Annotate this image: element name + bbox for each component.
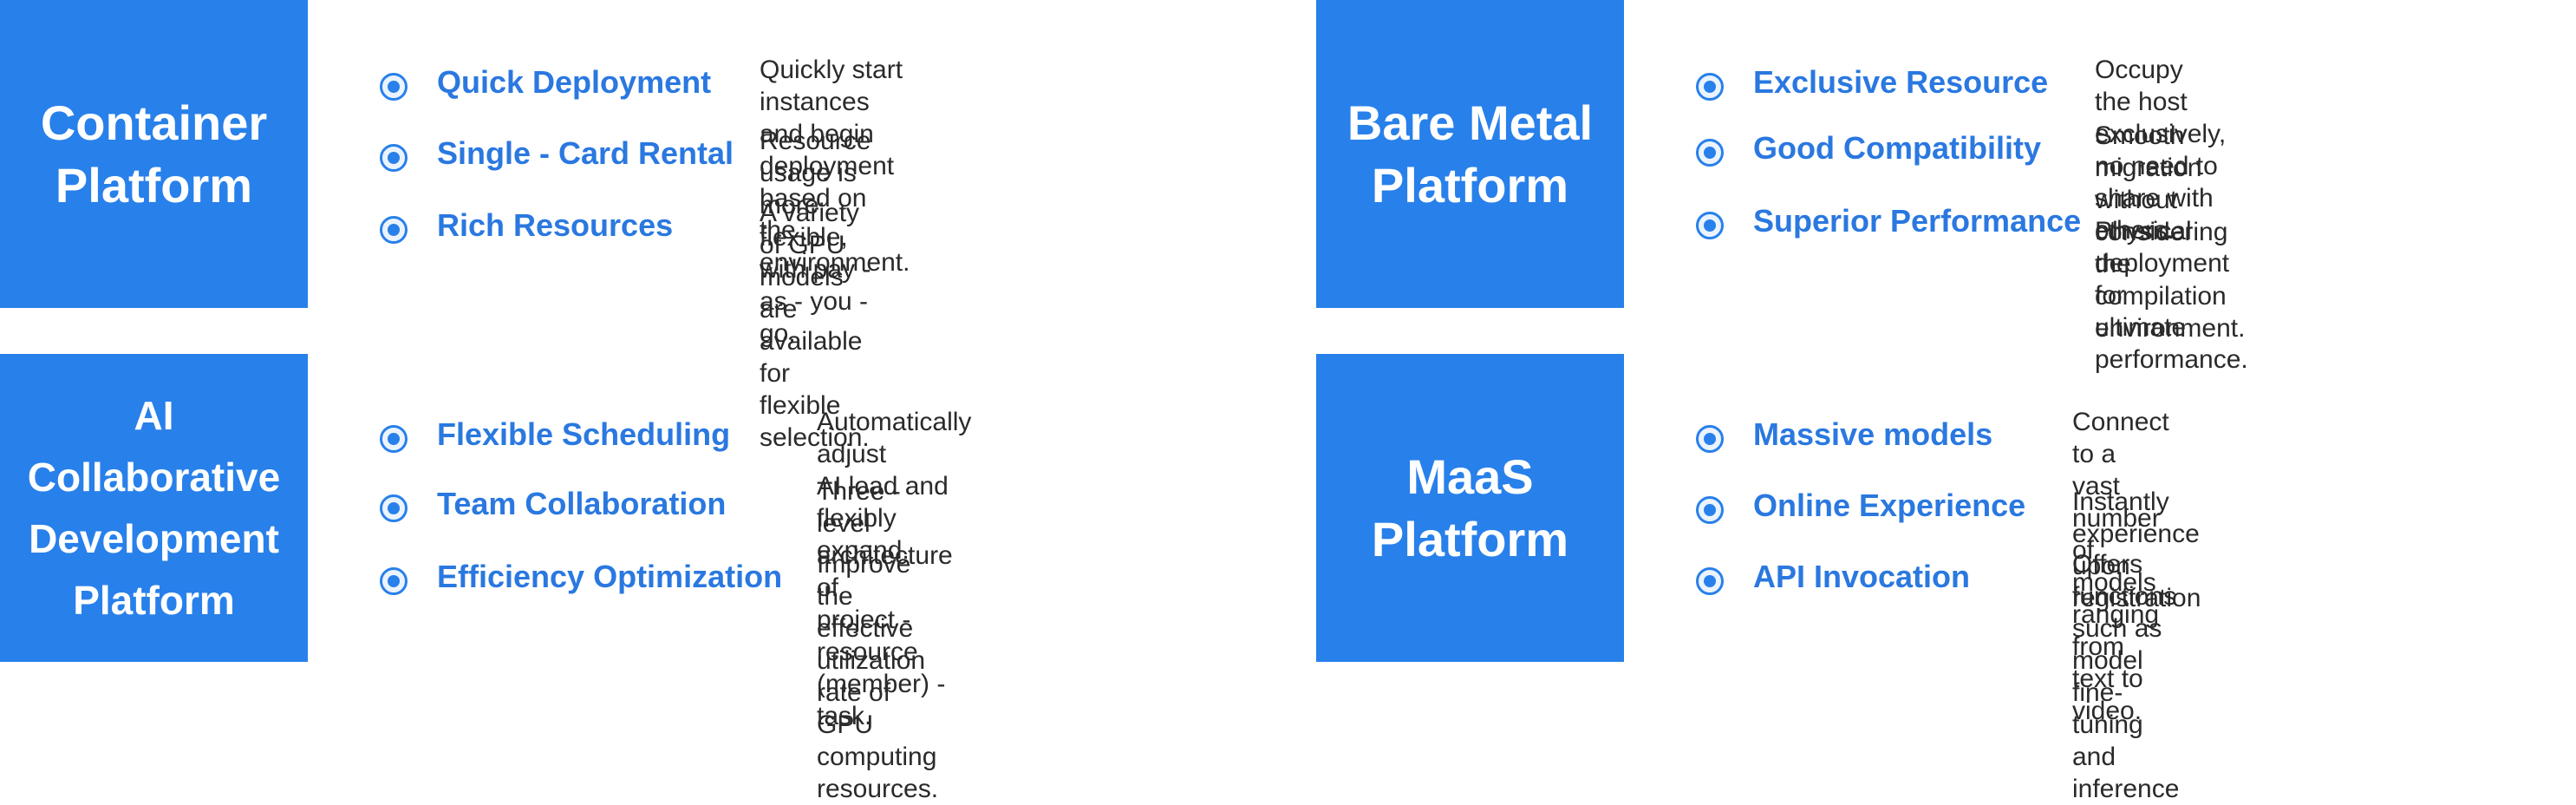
- panel-title-tile: Bare Metal Platform: [1316, 0, 1624, 308]
- feature-name: Quick Deployment: [437, 64, 712, 100]
- feature-name: Exclusive Resource: [1753, 64, 2049, 100]
- radio-dot-icon: [380, 73, 408, 101]
- radio-dot-icon: [1696, 496, 1724, 524]
- radio-dot-icon: [380, 494, 408, 522]
- panel-title-tile: AI Collaborative Development Platform: [0, 354, 308, 662]
- radio-dot-icon: [380, 216, 408, 244]
- feature-description: Occupy the host exclusively, no need to …: [2095, 56, 2227, 245]
- radio-dot-icon: [1696, 139, 1724, 167]
- feature-description: Automatically adjust AI load and flexibl…: [817, 408, 972, 565]
- panel-title: Bare Metal Platform: [1347, 95, 1594, 213]
- panel-title: MaaS Platform: [1371, 448, 1569, 566]
- feature-name: Team Collaboration: [437, 486, 727, 521]
- feature-description: Improve the effective utilization rate o…: [817, 550, 939, 803]
- radio-dot-icon: [1696, 212, 1724, 239]
- radio-dot-icon: [380, 567, 408, 595]
- feature-name: Flexible Scheduling: [437, 416, 731, 452]
- radio-dot-icon: [380, 425, 408, 453]
- panel-title: Container Platform: [40, 95, 268, 213]
- feature-description: Offers functions such as model fine-tuni…: [2072, 550, 2180, 803]
- feature-name: API Invocation: [1753, 559, 1971, 594]
- feature-name: Superior Performance: [1753, 203, 2082, 239]
- radio-dot-icon: [1696, 425, 1724, 453]
- feature-description: Physical deployment for ultimate perform…: [2095, 217, 2248, 374]
- feature-name: Massive models: [1753, 416, 1993, 452]
- feature-description: A variety of GPU models are available fo…: [760, 199, 870, 452]
- panel-title: AI Collaborative Development Platform: [27, 392, 281, 623]
- radio-dot-icon: [380, 144, 408, 172]
- feature-name: Efficiency Optimization: [437, 559, 783, 594]
- radio-dot-icon: [1696, 567, 1724, 595]
- feature-name: Rich Resources: [437, 207, 674, 243]
- panel-title-tile: Container Platform: [0, 0, 308, 308]
- feature-description: Quickly start instances and begin deploy…: [760, 56, 910, 277]
- radio-dot-icon: [1696, 73, 1724, 101]
- feature-description: Smooth migration without considering the…: [2095, 121, 2246, 343]
- feature-name: Single - Card Rental: [437, 135, 734, 171]
- feature-description: Instantly experience upon registration: [2072, 488, 2201, 612]
- feature-description: Resource usage is more flexible, with pa…: [760, 127, 871, 348]
- feature-name: Good Compatibility: [1753, 130, 2041, 166]
- feature-name: Online Experience: [1753, 488, 2026, 523]
- panel-title-tile: MaaS Platform: [1316, 354, 1624, 662]
